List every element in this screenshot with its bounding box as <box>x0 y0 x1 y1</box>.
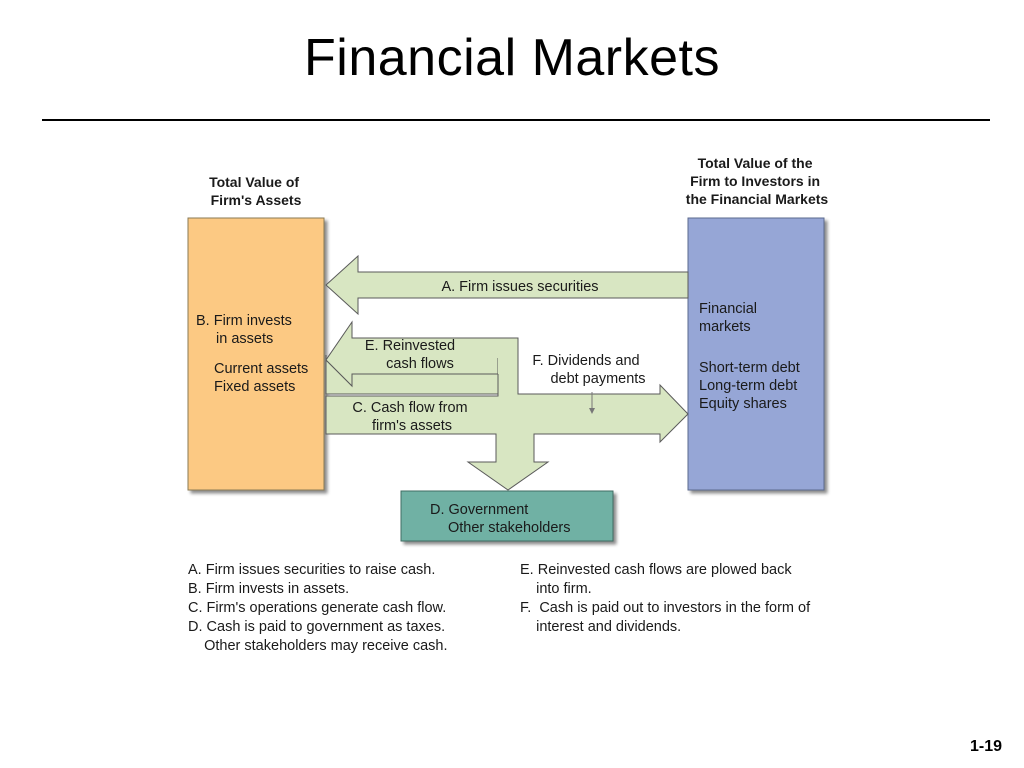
assets-header-line-1: Total Value of <box>209 174 299 190</box>
government-box-text: D. Government Other stakeholders <box>430 502 571 536</box>
arrow-a-firm-issues-securities <box>325 254 689 316</box>
markets-line-1: Financial <box>699 301 757 317</box>
slide-number: 1-19 <box>969 738 1002 755</box>
notes-left: A. Firm issues securities to raise cash.… <box>188 561 448 656</box>
assets-header: Total Value of Firm's Assets <box>209 174 303 208</box>
f-pointer-head <box>589 408 595 414</box>
assets-header-line-2: Firm's Assets <box>211 192 302 208</box>
arrow-c-label-line-1: C. Cash flow from <box>352 400 467 416</box>
arrow-c-label: C. Cash flow from firm's assets <box>352 400 471 434</box>
markets-header: Total Value of the Firm to Investors in … <box>686 155 829 207</box>
arrow-e-connector <box>352 338 518 394</box>
markets-line-5: Equity shares <box>699 396 787 412</box>
arrow-e-label-line-2: cash flows <box>386 356 454 372</box>
assets-box <box>187 217 325 491</box>
notes-right: E. Reinvested cash flows are plowed back… <box>520 561 810 637</box>
markets-box <box>687 217 825 491</box>
markets-box-text: Financial markets Short-term debt Long-t… <box>699 301 804 412</box>
note-b: B. Firm invests in assets. <box>188 581 350 597</box>
arrow-e-label-line-1: E. Reinvested <box>365 338 455 354</box>
markets-line-3: Short-term debt <box>699 360 800 376</box>
assets-line-2: in assets <box>216 331 273 347</box>
title-divider <box>42 119 990 121</box>
arrow-e-label: E. Reinvested cash flows <box>365 338 459 372</box>
markets-header-line-1: Total Value of the <box>698 155 813 171</box>
arrow-c-label-line-2: firm's assets <box>372 418 452 434</box>
note-d-continued: Other stakeholders may receive cash. <box>188 638 448 654</box>
slide-title: Financial Markets <box>304 29 720 87</box>
note-e-continued: into firm. <box>520 581 592 597</box>
arrow-f-label-line-1: F. Dividends and <box>532 353 639 369</box>
arrow-f-label-line-2: debt payments <box>550 371 645 387</box>
assets-line-1: B. Firm invests <box>196 313 292 329</box>
note-f-continued: interest and dividends. <box>520 619 682 635</box>
assets-line-3: Current assets <box>214 361 308 377</box>
note-c: C. Firm's operations generate cash flow. <box>188 600 447 616</box>
government-line-1: D. Government <box>430 502 528 518</box>
note-a: A. Firm issues securities to raise cash. <box>188 562 436 578</box>
note-e: E. Reinvested cash flows are plowed back <box>520 562 792 578</box>
arrow-a-label: A. Firm issues securities <box>441 279 598 295</box>
arrow-f-label: F. Dividends and debt payments <box>532 353 645 387</box>
markets-header-line-3: the Financial Markets <box>686 191 829 207</box>
markets-line-4: Long-term debt <box>699 378 797 394</box>
note-d: D. Cash is paid to government as taxes. <box>188 619 446 635</box>
arrow-e-outline <box>352 337 519 394</box>
assets-box-text: B. Firm invests in assets Current assets… <box>196 313 312 395</box>
markets-header-line-2: Firm to Investors in <box>690 173 820 189</box>
markets-line-2: markets <box>699 319 751 335</box>
assets-line-4: Fixed assets <box>214 379 295 395</box>
government-box <box>400 490 614 542</box>
government-line-2: Other stakeholders <box>448 520 571 536</box>
note-f: F. Cash is paid out to investors in the … <box>520 600 811 616</box>
